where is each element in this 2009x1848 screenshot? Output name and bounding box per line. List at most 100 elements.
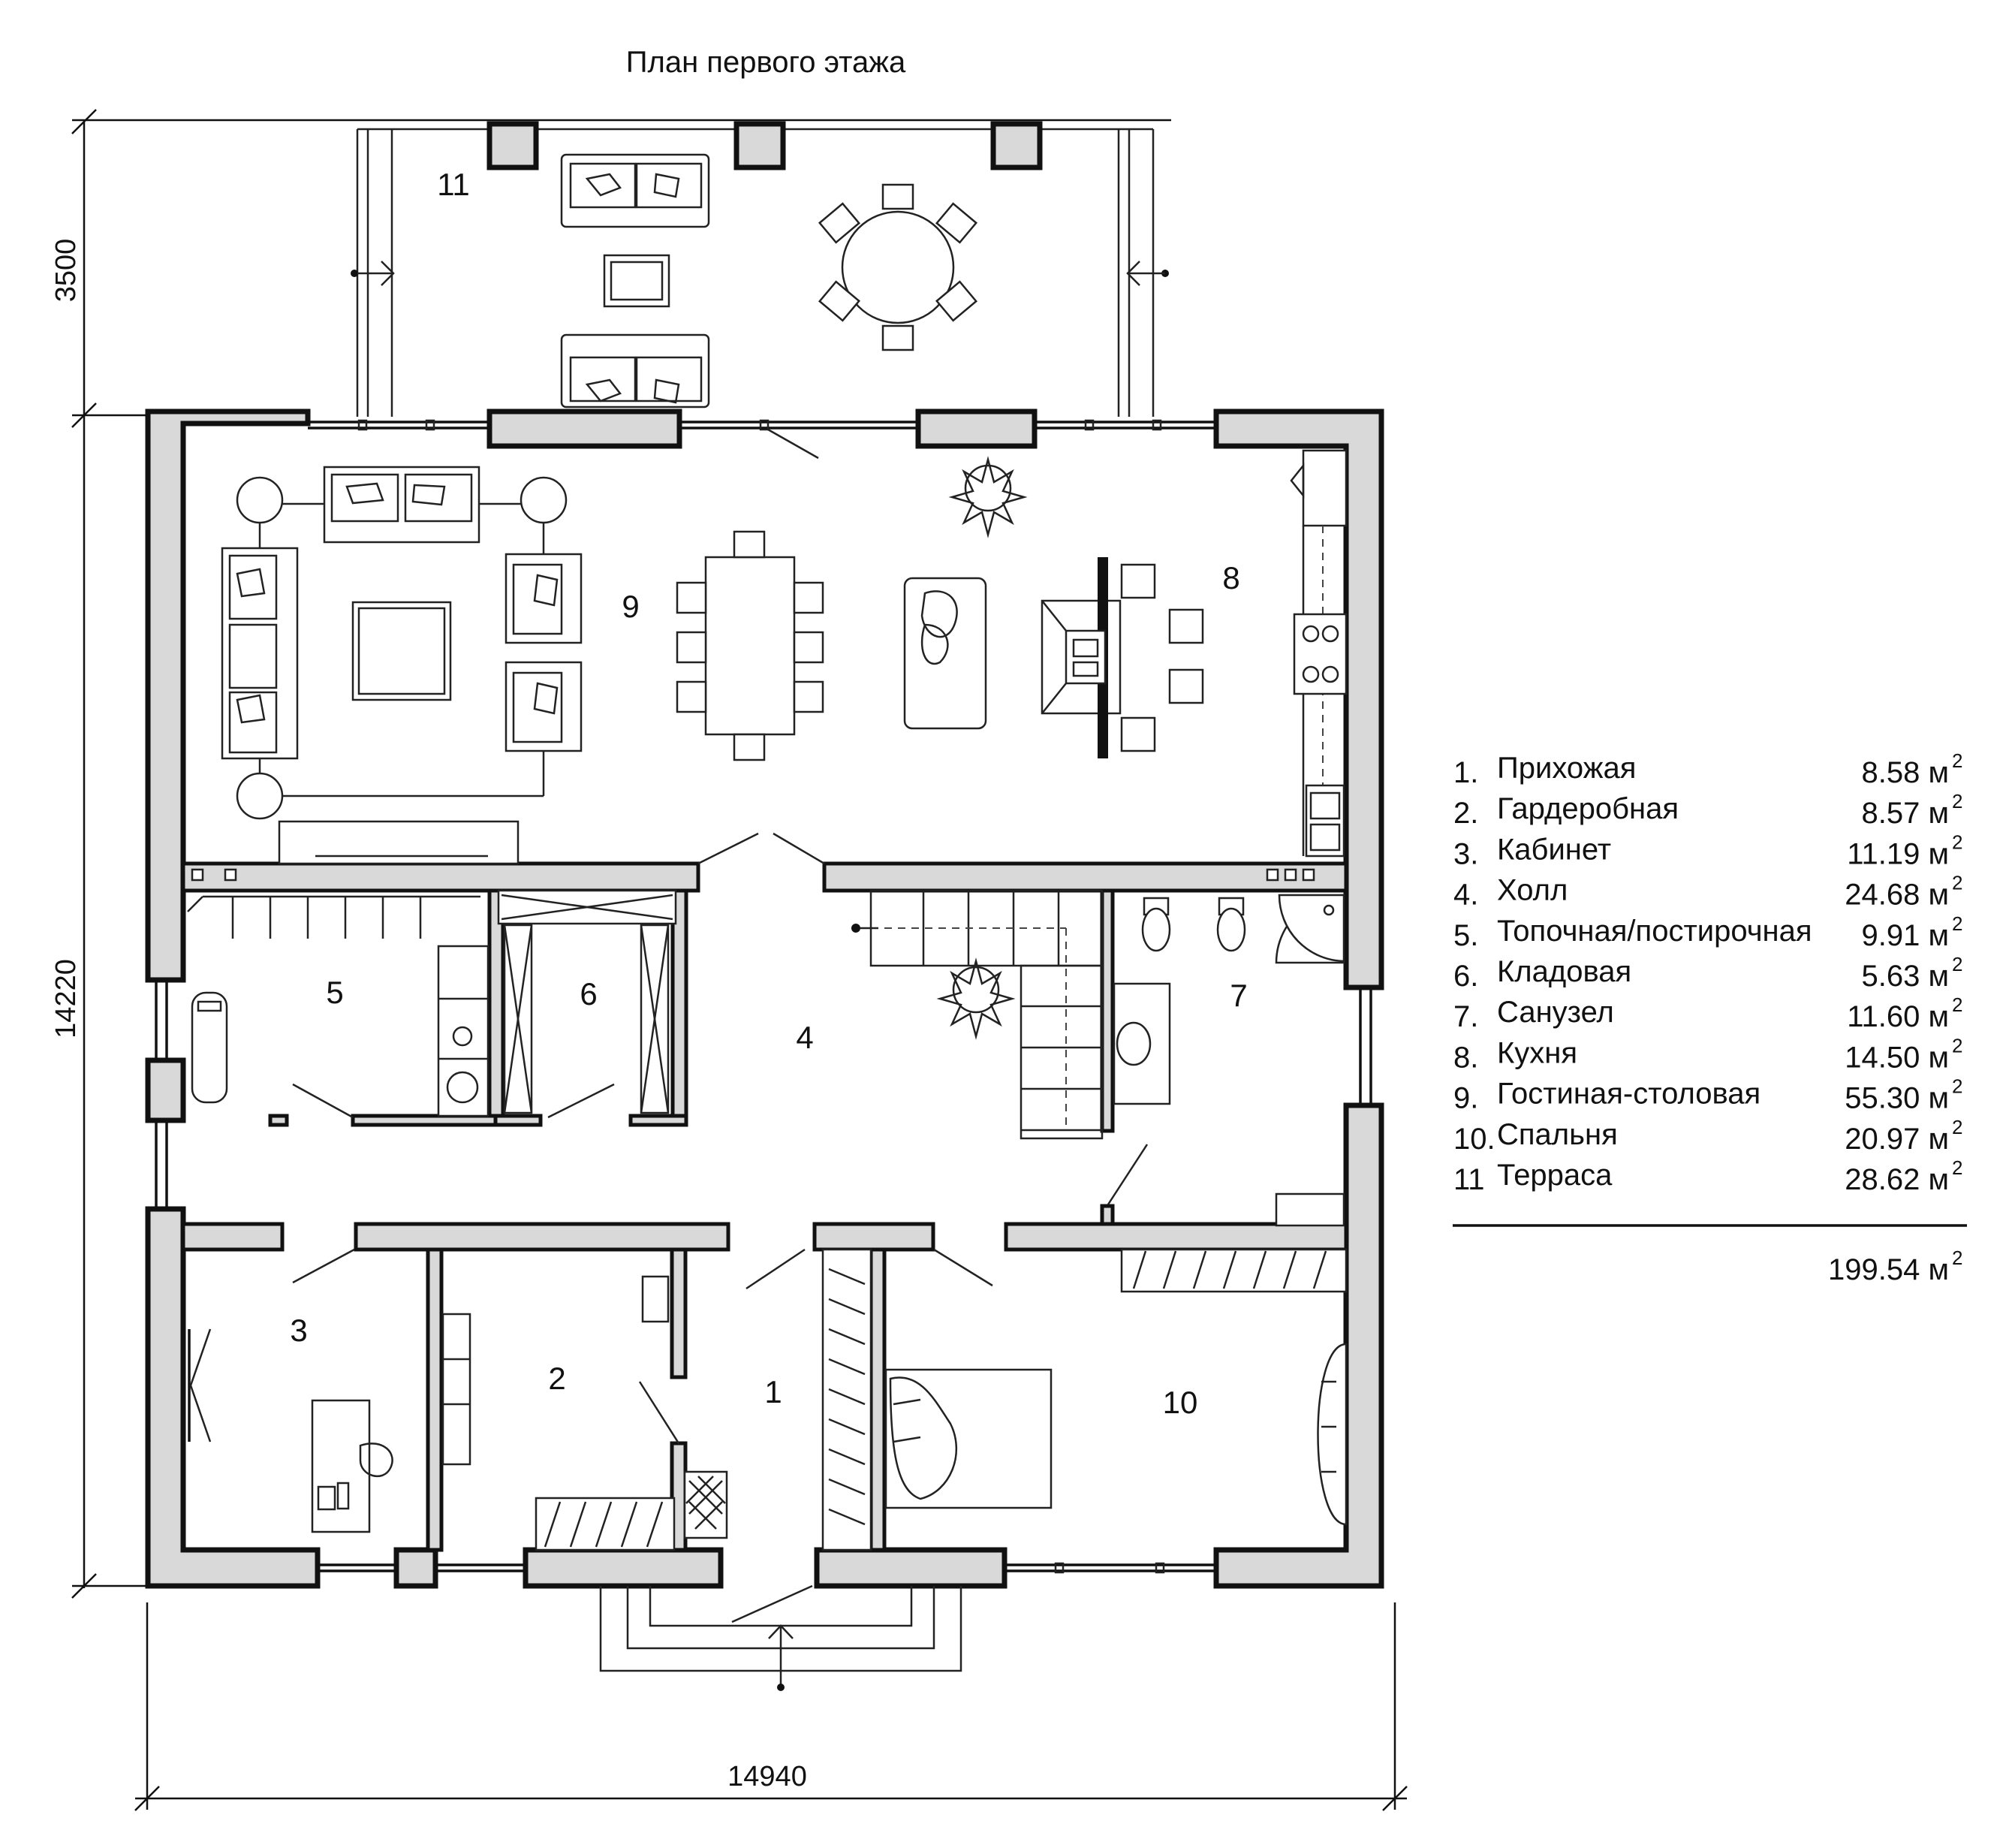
side-table [520,476,568,524]
cooktop [1293,613,1348,695]
legend-room-number: 6. [1453,960,1478,993]
legend-total: 199.54 м 2 [1828,1247,1962,1286]
plant-icon [948,456,1028,538]
legend-room-name: Гостиная-столовая [1497,1078,1761,1111]
legend-room-area: 8.58 м [1862,756,1949,789]
legend-room-number: 1. [1453,756,1478,789]
legend-room-area: 5.63 м [1862,960,1949,993]
window [1035,419,1216,431]
terrace-sofa [560,333,710,408]
window [1004,1562,1216,1574]
legend-room-number: 9. [1453,1082,1478,1115]
window [435,1563,526,1572]
legend-room-name: Топочная/постирочная [1497,915,1812,948]
legend-room-number: 8. [1453,1041,1478,1074]
room-number-6: 6 [580,976,597,1011]
legend-room-area: 20.97 м [1845,1123,1949,1156]
legend-room-area: 8.57 м [1862,797,1949,830]
legend-room-area: 55.30 м [1845,1082,1949,1115]
entry-furniture [683,1248,872,1551]
legend-room-number: 4. [1453,879,1478,912]
legend-room-name: Кабинет [1497,833,1611,866]
staircase [851,889,1104,1140]
legend-room-name: Гардеробная [1497,792,1679,825]
terrace [351,121,1169,417]
side-table [236,772,284,820]
room-number-7: 7 [1230,978,1247,1013]
legend-room-name: Спальня [1497,1118,1618,1151]
bathroom-fixtures [1113,894,1345,1227]
window [679,419,918,460]
legend-area-unit-exponent: 2 [1952,912,1962,935]
legend-area-unit-exponent: 2 [1952,749,1962,772]
window [318,1563,396,1572]
room-number-11: 11 [437,167,470,202]
room-number-10: 10 [1163,1385,1198,1420]
terrace-column [733,121,786,170]
legend-room-area: 24.68 м [1845,879,1949,912]
legend-room-area: 11.60 м [1847,1000,1949,1033]
interior-partitions [181,832,1348,1552]
total-area-unit-exponent: 2 [1952,1247,1962,1269]
legend-room-number: 2. [1453,797,1478,830]
exterior-walls [145,408,1384,1623]
legend-room-name: Кухня [1497,1036,1577,1069]
plan-title: План первого этажа [626,46,906,79]
room-number-1: 1 [764,1374,782,1409]
dim-terrace-depth: 3500 [50,239,82,303]
dining-table [704,556,796,736]
legend-room-number: 3. [1453,837,1478,870]
terrace-coffee-table [603,254,670,308]
storage-shelves [497,889,677,1114]
living-room-furniture [221,456,1028,865]
dressing-room-furniture [441,1275,676,1551]
room-number-8: 8 [1222,560,1239,595]
tv-unit [278,820,520,865]
legend-area-unit-exponent: 2 [1952,993,1962,1016]
legend-room-name: Терраса [1497,1159,1613,1192]
plant-icon [936,957,1016,1040]
side-table [236,476,284,524]
terrace-sofa [560,153,710,228]
legend-room-area: 11.19 м [1847,837,1949,870]
legend-room-name: Кладовая [1497,955,1631,988]
window [308,419,489,431]
terrace-column [990,121,1043,170]
legend-area-unit-exponent: 2 [1952,1116,1962,1138]
legend-room-name: Холл [1497,874,1568,907]
legend-room-area: 9.91 м [1862,919,1949,952]
room-number-2: 2 [548,1361,565,1396]
coffee-table [351,601,452,701]
total-area: 199.54 м [1828,1253,1949,1286]
legend-room-area: 14.50 м [1845,1041,1949,1074]
boiler-laundry-furniture [187,895,489,1117]
legend-area-unit-exponent: 2 [1952,953,1962,975]
room-number-9: 9 [622,589,639,624]
terrace-column [486,121,539,170]
legend-area-unit-exponent: 2 [1952,1156,1962,1179]
dim-house-width: 14940 [727,1761,807,1792]
room-number-3: 3 [290,1313,307,1348]
legend-area-unit-exponent: 2 [1952,1075,1962,1098]
bedroom-furniture [884,1248,1348,1526]
legend-room-name: Прихожая [1497,752,1636,785]
legend-room-number: 10. [1453,1123,1495,1156]
legend-area-unit-exponent: 2 [1952,790,1962,812]
office-furniture [188,1328,393,1533]
legend-area-unit-exponent: 2 [1952,831,1962,853]
dimension-lines [71,109,1408,1811]
sink [1305,784,1345,858]
room-labels: 1 2 3 4 5 6 7 8 9 10 11 [290,167,1247,1420]
